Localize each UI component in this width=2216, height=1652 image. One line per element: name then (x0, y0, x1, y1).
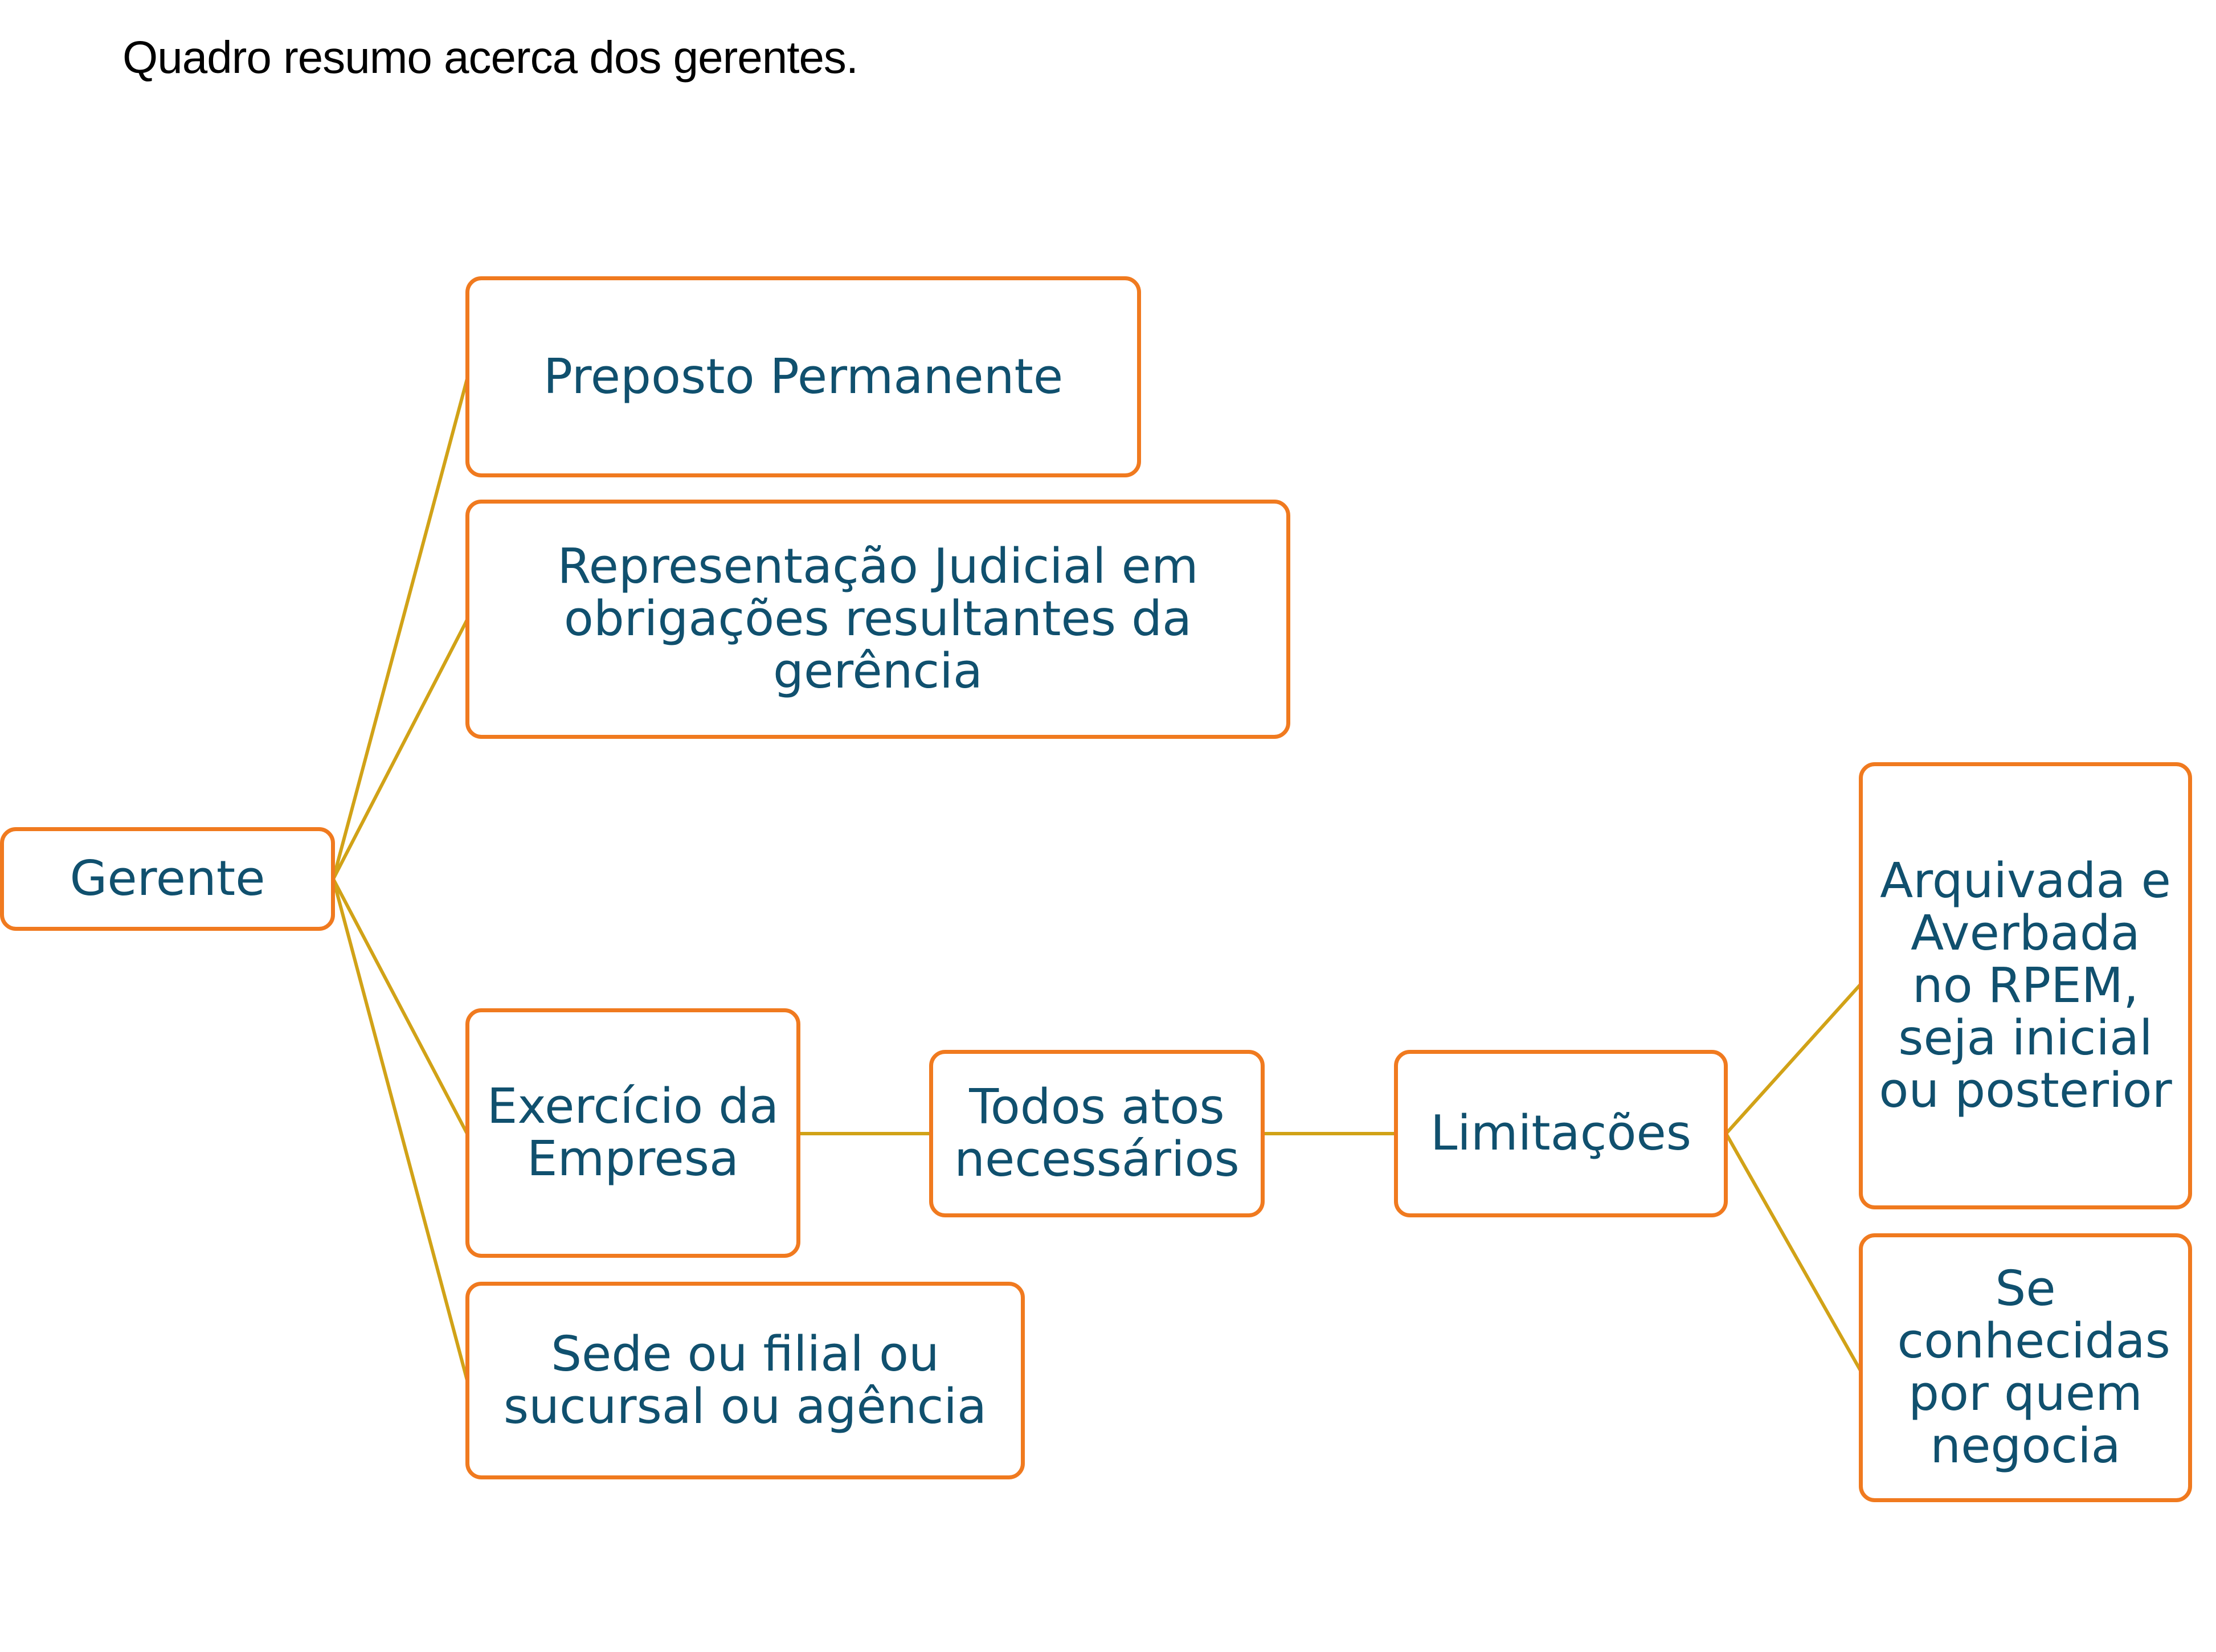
node-se-conhecidas: Se conhecidas por quem negocia (1859, 1233, 2192, 1502)
node-exercicio-empresa-label: Exercício da Empresa (486, 1078, 779, 1187)
node-preposto-permanente-label: Preposto Permanente (543, 348, 1064, 405)
node-exercicio-empresa: Exercício da Empresa (465, 1008, 800, 1258)
node-se-conhecidas-label: Se conhecidas por quem negocia (1897, 1261, 2170, 1474)
connector-limitacoes-conhecidas (1724, 1132, 1862, 1372)
node-sede-filial-label: Sede ou filial ou sucursal ou agência (503, 1326, 987, 1435)
connector-gerente-exercicio (332, 878, 469, 1135)
node-gerente: Gerente (0, 827, 335, 931)
page-title: Quadro resumo acerca dos gerentes. (122, 32, 858, 83)
node-limitacoes: Limitações (1394, 1050, 1728, 1217)
connector-gerente-preposto (332, 378, 469, 880)
connector-limitacoes-arquivada (1724, 983, 1862, 1135)
node-arquivada-averbada: Arquivada e Averbada no RPEM, seja inici… (1859, 762, 2192, 1209)
node-preposto-permanente: Preposto Permanente (465, 276, 1141, 477)
node-representacao-judicial-label: Representação Judicial em obrigações res… (557, 538, 1199, 700)
node-sede-filial: Sede ou filial ou sucursal ou agência (465, 1282, 1025, 1479)
node-todos-atos: Todos atos necessários (929, 1050, 1265, 1217)
connector-gerente-representacao (332, 619, 469, 880)
connector-gerente-sede (332, 878, 469, 1381)
node-limitacoes-label: Limitações (1430, 1105, 1692, 1162)
node-todos-atos-label: Todos atos necessários (954, 1079, 1240, 1188)
node-arquivada-averbada-label: Arquivada e Averbada no RPEM, seja inici… (1879, 852, 2172, 1119)
node-gerente-label: Gerente (69, 850, 265, 907)
node-representacao-judicial: Representação Judicial em obrigações res… (465, 500, 1290, 739)
